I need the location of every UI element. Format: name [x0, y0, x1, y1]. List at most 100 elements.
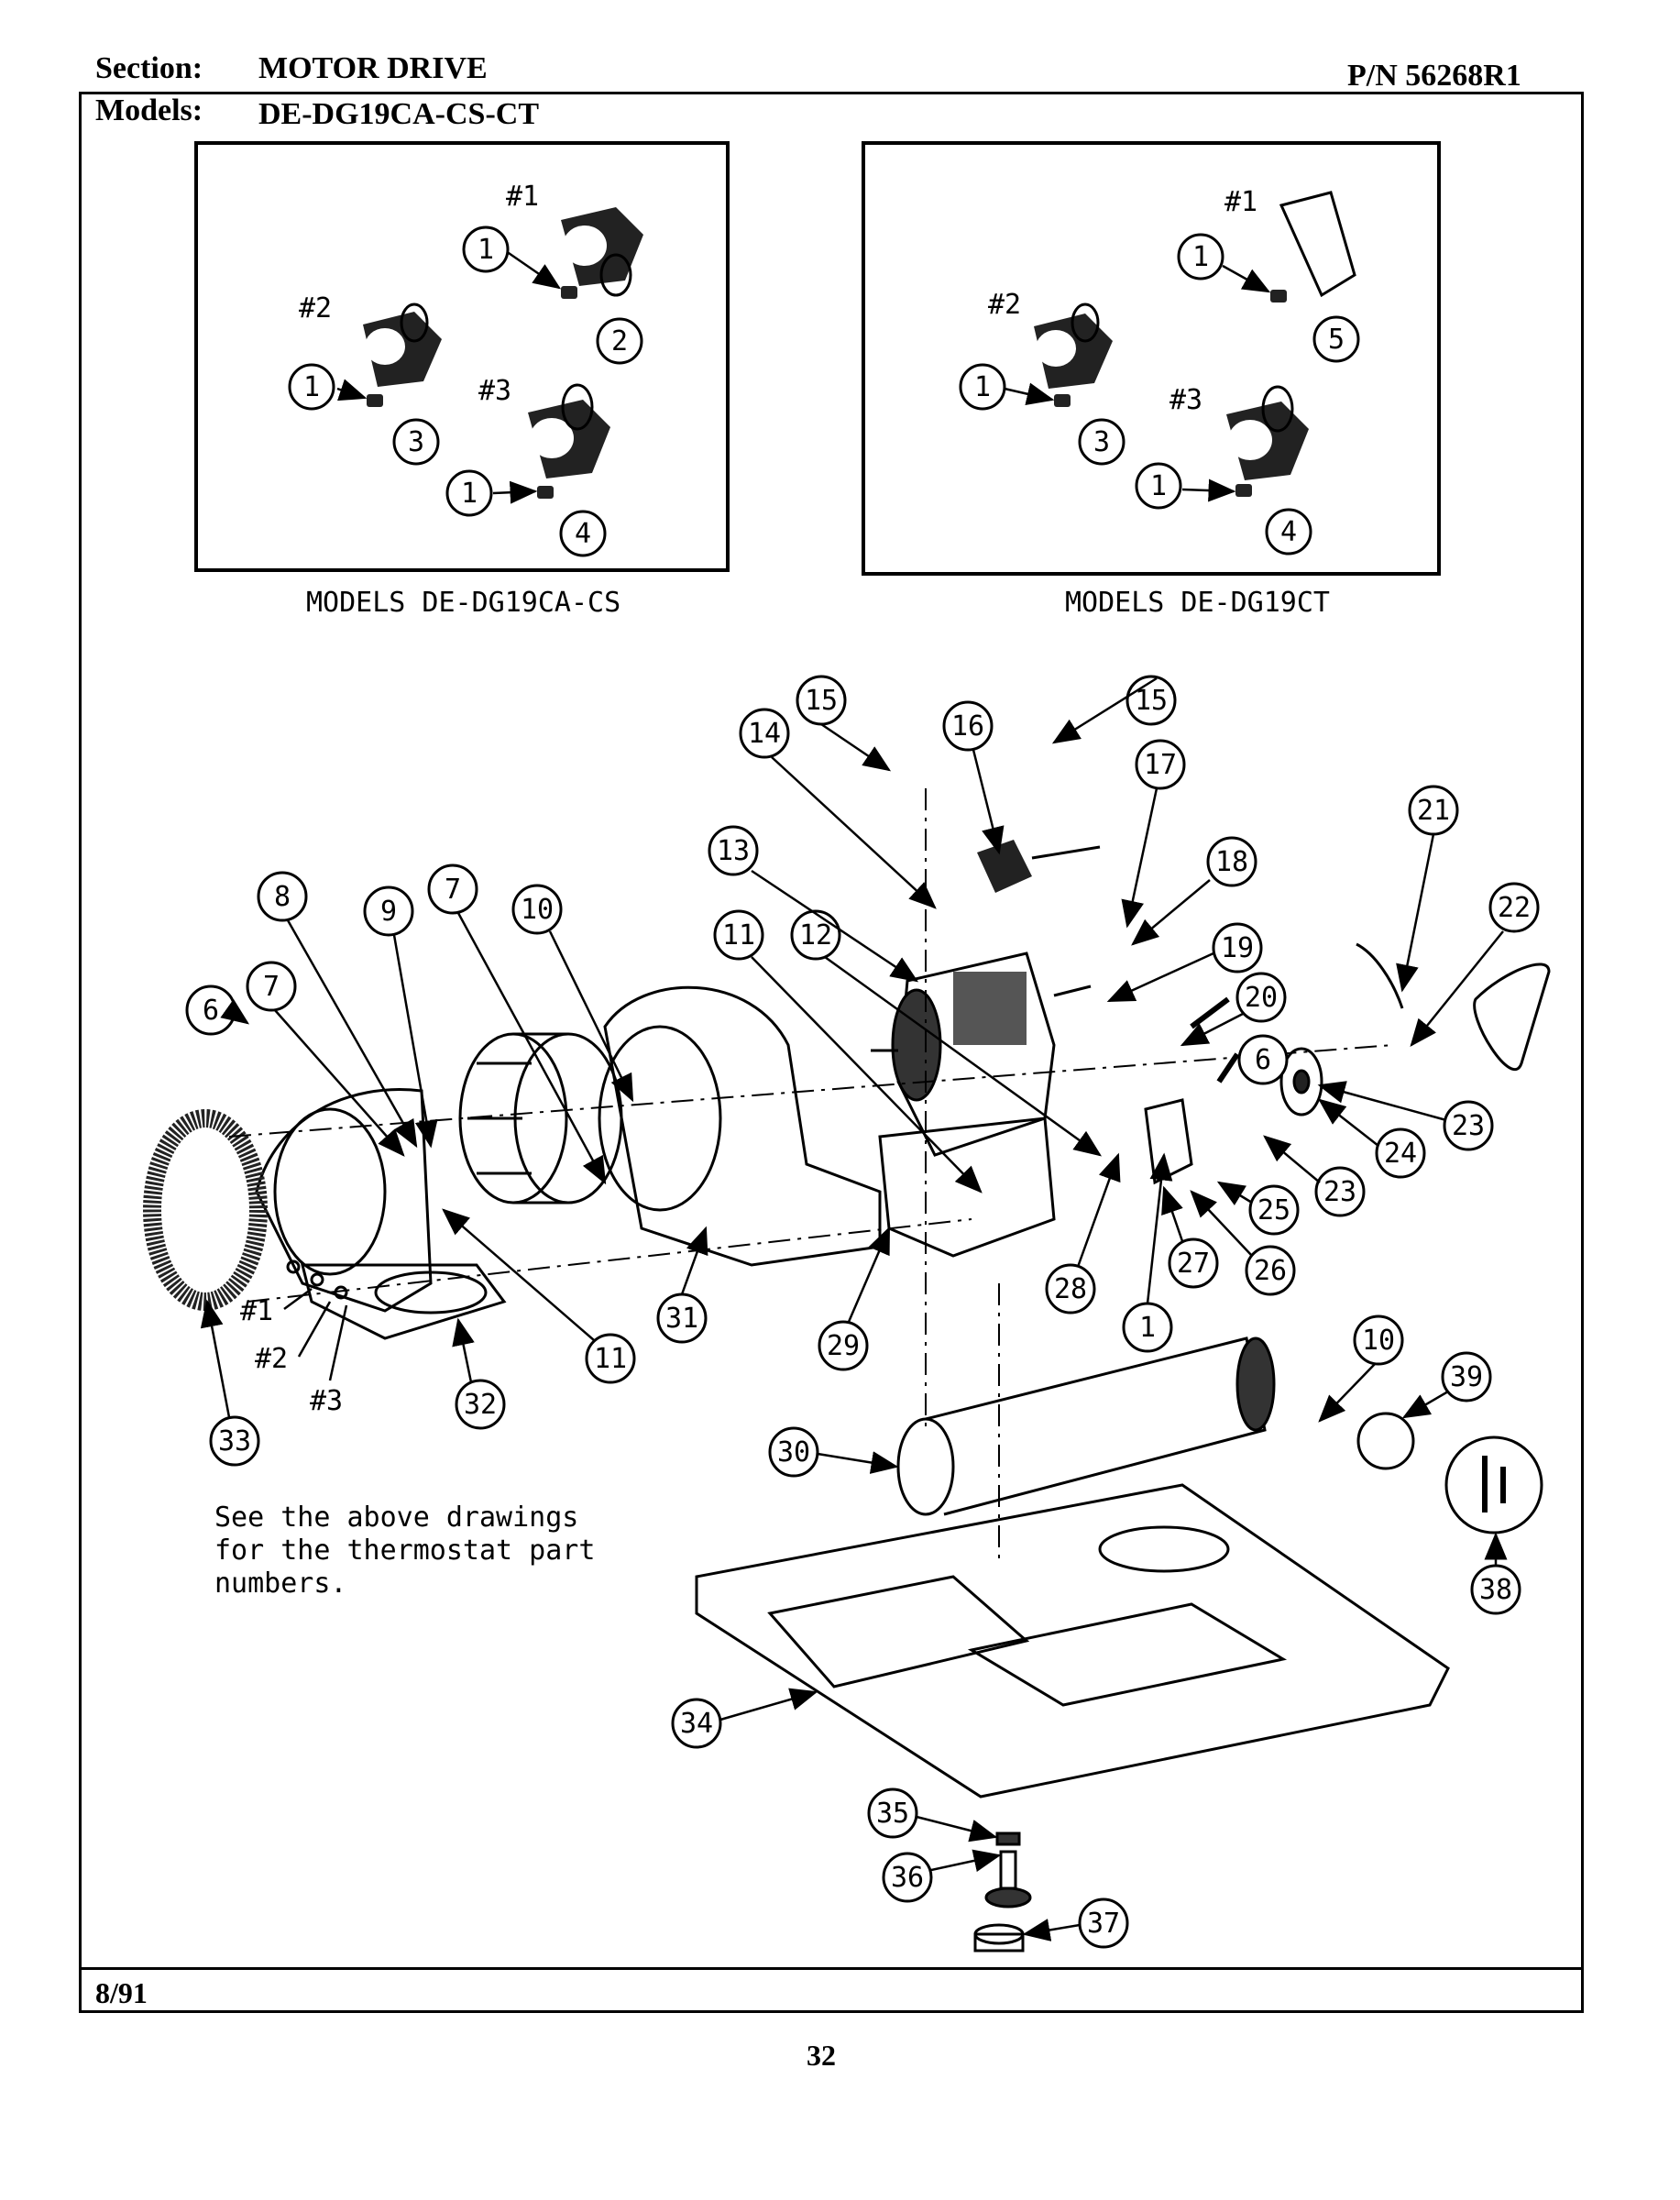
section-value: MOTOR DRIVE [258, 51, 488, 85]
callout-3: 3 [392, 418, 440, 466]
right-thermostat-label-2: #2 [988, 289, 1021, 321]
svg-text:23: 23 [1452, 1110, 1485, 1142]
blower-housing [598, 985, 882, 1267]
hole-label-1: #1 [240, 1295, 273, 1327]
right-inset-box [862, 141, 1441, 576]
screw-icon [1054, 290, 1287, 497]
callout-17: 17 [1135, 739, 1186, 790]
svg-text:32: 32 [464, 1389, 497, 1421]
callout-19: 19 [1212, 922, 1263, 974]
callout-1: 1 [1135, 462, 1182, 510]
page-number: 32 [807, 2039, 836, 2072]
callout-23: 23 [1314, 1166, 1366, 1217]
callout-24: 24 [1375, 1128, 1426, 1179]
callout-13: 13 [708, 825, 759, 876]
models-value: DE-DG19CA-CS-CT [258, 97, 539, 131]
thermostat-3-right [1226, 385, 1309, 480]
callout-12: 12 [790, 909, 841, 961]
svg-text:5: 5 [1328, 324, 1345, 356]
callout-4: 4 [559, 510, 607, 557]
callout-38: 38 [1470, 1564, 1521, 1615]
callout-4: 4 [1265, 508, 1312, 556]
section-label: Section: [95, 51, 203, 85]
svg-text:14: 14 [748, 718, 781, 750]
left-thermostat-label-3: #3 [478, 375, 511, 407]
svg-text:4: 4 [575, 518, 591, 550]
callout-16: 16 [942, 700, 994, 752]
drive-motor [871, 952, 1092, 1157]
callout-30: 30 [768, 1426, 819, 1478]
svg-text:2: 2 [611, 325, 628, 358]
svg-text:1: 1 [1150, 470, 1167, 502]
svg-text:36: 36 [891, 1862, 924, 1894]
svg-text:8: 8 [274, 881, 291, 913]
callout-26: 26 [1245, 1245, 1296, 1296]
callout-37: 37 [1078, 1898, 1129, 1949]
diagram-frame [79, 92, 1584, 2013]
svg-text:1: 1 [478, 234, 494, 266]
svg-text:22: 22 [1498, 892, 1531, 924]
callout-25: 25 [1248, 1184, 1300, 1236]
callout-9: 9 [363, 886, 414, 937]
right-inset-caption: MODELS DE-DG19CT [1065, 587, 1330, 619]
thermostat-note: See the above drawings for the thermosta… [214, 1502, 596, 1600]
svg-text:1: 1 [303, 371, 320, 403]
thermostat-1-left [561, 207, 643, 297]
svg-text:12: 12 [799, 919, 832, 952]
svg-text:11: 11 [722, 919, 755, 952]
hole-label-2: #2 [255, 1343, 288, 1375]
callout-11: 11 [585, 1333, 636, 1384]
callout-32: 32 [455, 1379, 506, 1430]
left-thermostat-label-1: #1 [506, 181, 539, 213]
svg-text:34: 34 [680, 1708, 713, 1740]
svg-text:23: 23 [1323, 1176, 1356, 1208]
footer-date: 8/91 [95, 1976, 148, 2009]
base-plate [695, 1483, 1450, 1798]
left-thermostat-label-2: #2 [299, 292, 332, 324]
callout-27: 27 [1168, 1238, 1219, 1289]
svg-text:15: 15 [1135, 685, 1168, 717]
svg-text:19: 19 [1221, 932, 1254, 964]
callout-14: 14 [739, 708, 790, 759]
svg-text:3: 3 [1093, 426, 1110, 458]
svg-text:9: 9 [380, 896, 397, 928]
svg-text:10: 10 [521, 894, 554, 926]
part-number: P/N 56268R1 [1347, 59, 1521, 93]
callout-10: 10 [1353, 1314, 1404, 1366]
callout-1: 1 [445, 469, 493, 517]
svg-text:25: 25 [1257, 1194, 1290, 1226]
svg-text:7: 7 [445, 874, 461, 906]
svg-text:4: 4 [1280, 516, 1297, 548]
belt-clip-detail [1356, 1412, 1543, 1534]
svg-text:37: 37 [1087, 1908, 1120, 1940]
models-label: Models: [95, 94, 203, 127]
svg-text:29: 29 [827, 1330, 860, 1362]
drive-belt [1356, 942, 1551, 1072]
callout-1: 1 [1122, 1302, 1173, 1353]
callout-8: 8 [257, 871, 308, 922]
svg-text:13: 13 [717, 835, 750, 867]
svg-text:11: 11 [594, 1343, 627, 1375]
callout-20: 20 [1235, 972, 1287, 1023]
hole-label-3: #3 [310, 1385, 343, 1417]
thermostat-2-left [363, 302, 442, 387]
callout-1: 1 [1177, 233, 1224, 280]
callout-21: 21 [1408, 785, 1459, 836]
drive-shaft-tube [896, 1336, 1276, 1516]
callout-23: 23 [1443, 1100, 1494, 1151]
motor-mount-bracket [878, 1116, 1056, 1258]
right-thermostat-label-3: #3 [1169, 384, 1202, 416]
svg-text:24: 24 [1384, 1138, 1417, 1170]
footer-rule [79, 1967, 1584, 1970]
callout-36: 36 [882, 1852, 933, 1903]
callouts: 1 2 1 3 1 4 1 5 1 3 1 4 15 14 16 15 17 2… [185, 226, 1540, 1949]
callout-28: 28 [1045, 1263, 1096, 1314]
callout-7: 7 [427, 864, 478, 915]
svg-text:16: 16 [951, 710, 984, 742]
blower-wheel [458, 1032, 623, 1204]
callout-1: 1 [462, 226, 510, 273]
svg-text:39: 39 [1450, 1361, 1483, 1393]
svg-text:26: 26 [1254, 1255, 1287, 1287]
svg-text:15: 15 [805, 685, 838, 717]
